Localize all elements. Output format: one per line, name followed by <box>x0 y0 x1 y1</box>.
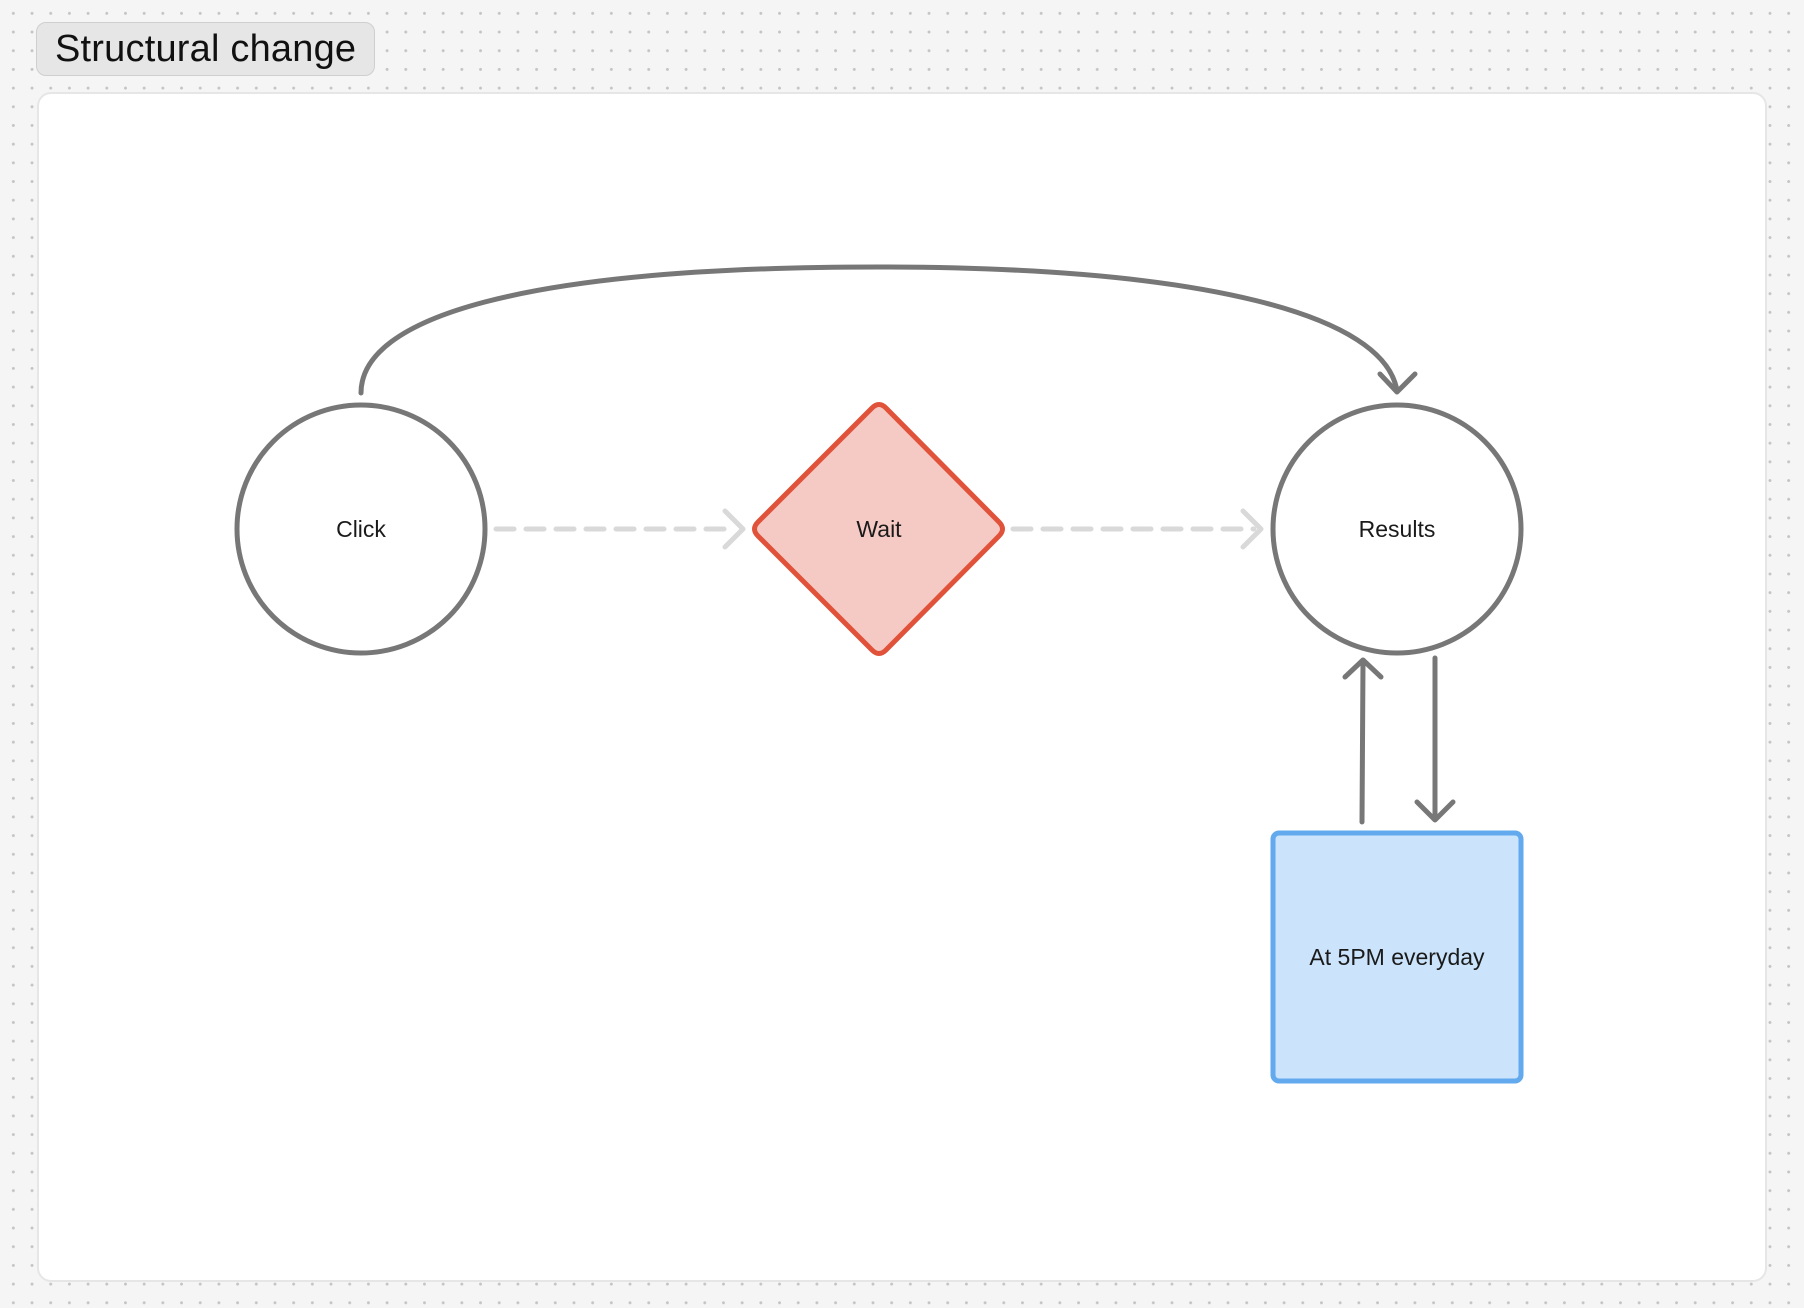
arrowhead-icon <box>1240 508 1264 550</box>
node-wait-label: Wait <box>856 516 902 542</box>
node-wait[interactable]: Wait <box>752 402 1005 656</box>
arrowhead-icon <box>722 508 746 550</box>
arrowhead-icon <box>1414 799 1456 823</box>
node-click[interactable]: Click <box>234 402 488 656</box>
node-schedule[interactable]: At 5PM everyday <box>1270 830 1524 1084</box>
node-schedule-label: At 5PM everyday <box>1309 944 1485 970</box>
edge-schedule-to-results[interactable] <box>1342 657 1384 825</box>
frame-title-text: Structural change <box>55 27 357 70</box>
arrowhead-icon <box>1342 657 1384 680</box>
frame-title[interactable]: Structural change <box>36 22 376 76</box>
edge-wait-to-results[interactable] <box>1010 508 1264 550</box>
node-click-label: Click <box>336 516 386 542</box>
edge-click-to-results[interactable] <box>358 264 1418 396</box>
edge-click-to-wait[interactable] <box>493 508 746 550</box>
edge-results-to-schedule[interactable] <box>1414 655 1456 823</box>
arrowhead-icon <box>1377 371 1418 395</box>
node-results-label: Results <box>1359 516 1436 542</box>
node-results[interactable]: Results <box>1270 402 1524 656</box>
canvas-frame[interactable] <box>37 92 1767 1282</box>
